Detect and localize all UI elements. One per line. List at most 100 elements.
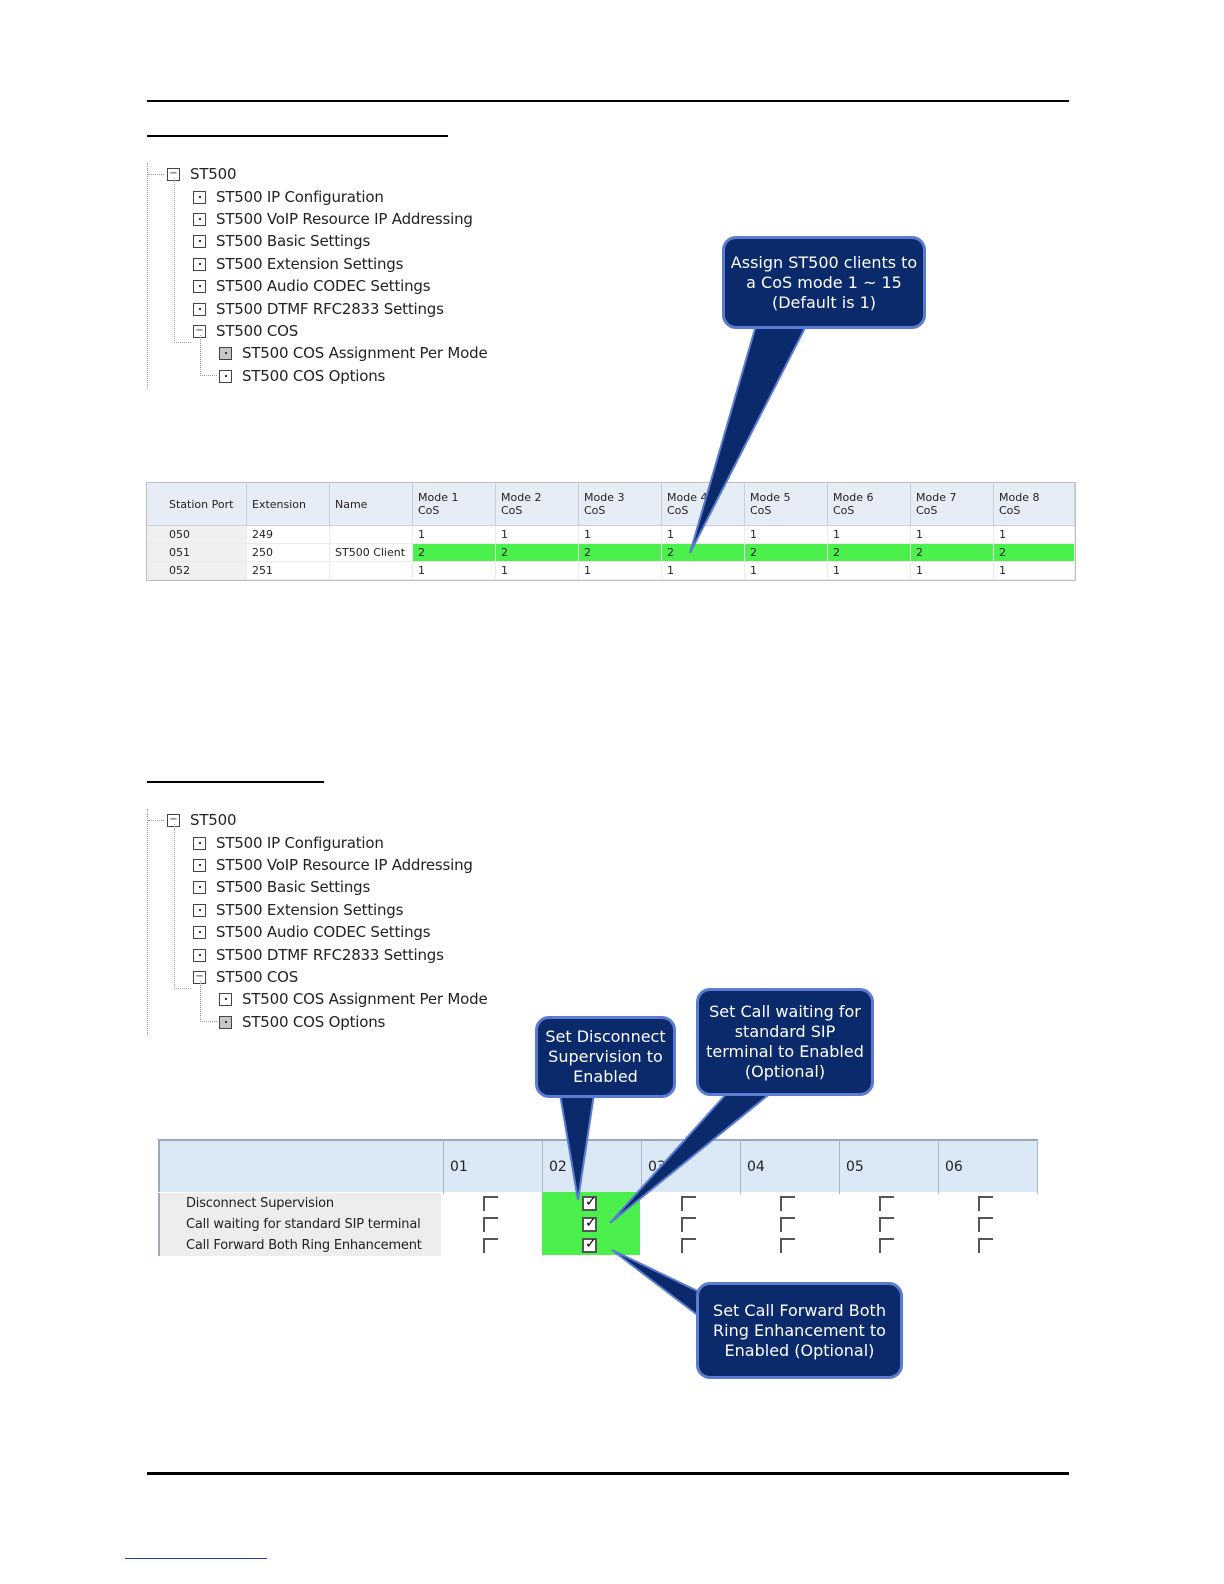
mode-cos-cell[interactable]: 1 [994,526,1075,544]
column-header[interactable]: 05 [839,1141,938,1194]
tree-node-cos-assignment[interactable]: ST500 COS Assignment Per Mode [219,342,488,364]
tree-node-basic-settings[interactable]: ST500 Basic Settings [193,230,370,252]
tree-node-extension-settings[interactable]: ST500 Extension Settings [193,899,403,921]
callout-pointer [689,321,810,554]
tree-node-voip-resource[interactable]: ST500 VoIP Resource IP Addressing [193,208,473,230]
collapse-icon[interactable]: − [193,324,206,338]
tree-node-dtmf[interactable]: ST500 DTMF RFC2833 Settings [193,298,444,320]
checkbox-checked[interactable]: ✓ [582,1216,597,1232]
checkbox[interactable] [483,1217,498,1232]
tree-node-cos-options[interactable]: ST500 COS Options [219,1011,385,1033]
tree-node-basic-settings[interactable]: ST500 Basic Settings [193,876,370,898]
mode-cos-cell[interactable]: 1 [496,562,579,580]
tree-node-dtmf[interactable]: ST500 DTMF RFC2833 Settings [193,944,444,966]
tree-node-root[interactable]: − ST500 [167,809,237,831]
page-node-icon [193,858,206,872]
tree-node-ip-configuration[interactable]: ST500 IP Configuration [193,832,384,854]
mode-cos-cell[interactable]: 1 [911,562,994,580]
checkbox[interactable] [879,1238,894,1253]
checkbox[interactable] [879,1196,894,1211]
mode-cos-cell[interactable]: 2 [994,544,1075,562]
mode-cos-cell[interactable]: 1 [413,526,496,544]
column-header[interactable]: 06 [938,1141,1038,1194]
mode-cos-cell[interactable]: 1 [413,562,496,580]
tree-node-extension-settings[interactable]: ST500 Extension Settings [193,253,403,275]
checkbox[interactable] [780,1217,795,1232]
checkbox[interactable] [780,1238,795,1253]
mode-cos-cell[interactable]: 1 [828,562,911,580]
station-port-cell[interactable]: 051 [147,544,247,562]
station-port-cell[interactable]: 050 [147,526,247,544]
extension-cell[interactable]: 251 [247,562,330,580]
mode-cos-cell[interactable]: 2 [828,544,911,562]
mode-cos-cell[interactable]: 1 [828,526,911,544]
collapse-icon[interactable]: − [167,813,180,827]
extension-cell[interactable]: 249 [247,526,330,544]
column-header[interactable]: Extension [247,483,330,525]
checkbox[interactable] [681,1196,696,1211]
column-header[interactable]: 02 [542,1141,641,1194]
tree-node-root[interactable]: − ST500 [167,163,237,185]
mode-cos-cell[interactable]: 1 [496,526,579,544]
tree-node-cos[interactable]: − ST500 COS [193,320,298,342]
mode-cos-cell[interactable]: 1 [994,562,1075,580]
checkbox[interactable] [780,1196,795,1211]
tree-node-voip-resource[interactable]: ST500 VoIP Resource IP Addressing [193,854,473,876]
mode-cos-cell[interactable]: 2 [745,544,828,562]
mode-cos-cell[interactable]: 2 [662,544,745,562]
collapse-icon[interactable]: − [167,167,180,181]
column-header[interactable]: Station Port [147,483,247,525]
mode-cos-cell[interactable]: 2 [911,544,994,562]
mode-cos-cell[interactable]: 1 [662,562,745,580]
checkbox[interactable] [978,1238,993,1253]
mode-cos-cell[interactable]: 1 [745,562,828,580]
collapse-icon[interactable]: − [193,970,206,984]
column-header[interactable]: 04 [740,1141,839,1194]
name-cell[interactable] [330,562,413,580]
checkbox-checked[interactable]: ✓ [582,1236,597,1253]
name-cell[interactable]: ST500 Client [330,544,413,562]
tree-node-audio-codec[interactable]: ST500 Audio CODEC Settings [193,921,431,943]
tree-node-cos[interactable]: − ST500 COS [193,966,298,988]
tree-connector [148,809,164,821]
checkbox[interactable] [978,1196,993,1211]
extension-cell[interactable]: 250 [247,544,330,562]
station-port-cell[interactable]: 052 [147,562,247,580]
checkbox[interactable] [483,1238,498,1253]
mode-cos-cell[interactable]: 2 [413,544,496,562]
checkbox[interactable] [483,1196,498,1211]
name-cell[interactable] [330,526,413,544]
check-icon: ✓ [585,1236,597,1252]
tree-node-audio-codec[interactable]: ST500 Audio CODEC Settings [193,275,431,297]
column-header[interactable]: Name [330,483,413,525]
mode-cos-cell[interactable]: 2 [496,544,579,562]
option-row-label: Disconnect Supervision [158,1193,441,1214]
tree-node-cos-assignment[interactable]: ST500 COS Assignment Per Mode [219,988,488,1010]
mode-cos-cell[interactable]: 1 [579,526,662,544]
column-header[interactable]: 01 [443,1141,542,1194]
checkbox[interactable] [681,1238,696,1253]
mode-cos-cell[interactable]: 1 [745,526,828,544]
checkbox-checked[interactable]: ✓ [582,1195,597,1211]
mode-cos-cell[interactable]: 2 [579,544,662,562]
tree-node-label: ST500 [190,165,237,183]
mode-cos-cell[interactable]: 1 [579,562,662,580]
tree-node-cos-options[interactable]: ST500 COS Options [219,365,385,387]
checkbox[interactable] [879,1217,894,1232]
mode-cos-cell[interactable]: 1 [911,526,994,544]
tree-node-ip-configuration[interactable]: ST500 IP Configuration [193,186,384,208]
checkbox[interactable] [978,1217,993,1232]
checkbox[interactable] [681,1217,696,1232]
mode-cos-cell[interactable]: 1 [662,526,745,544]
